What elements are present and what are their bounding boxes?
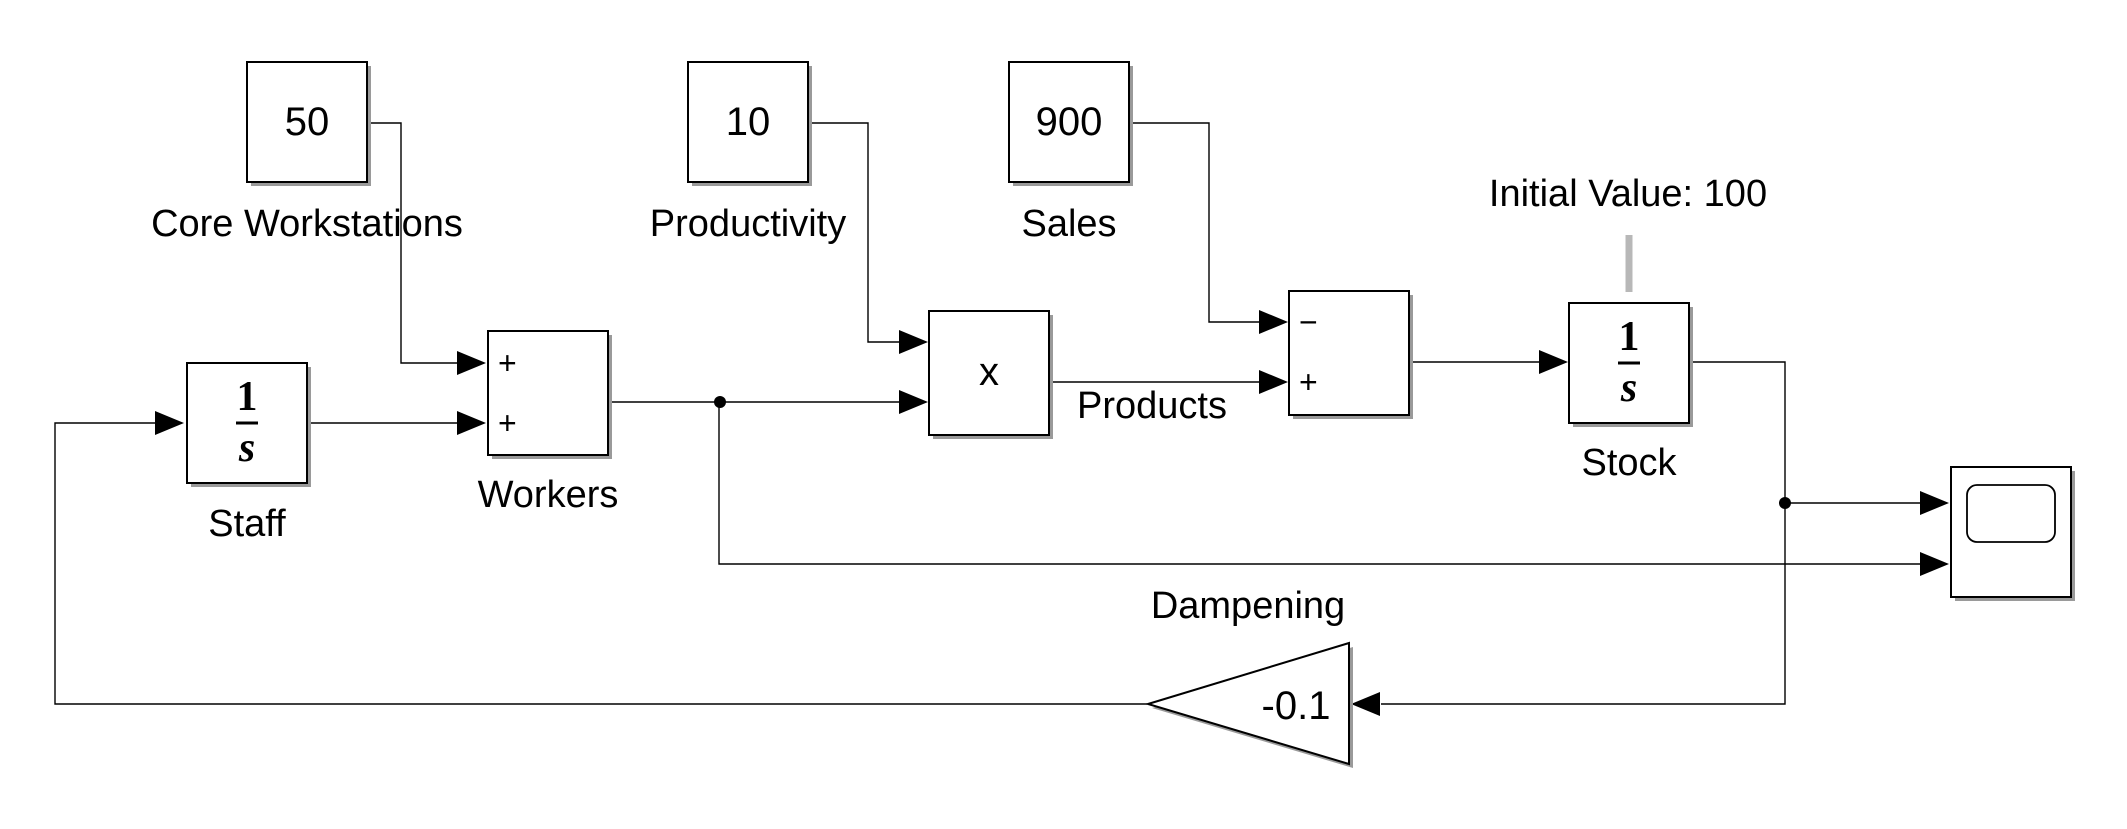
integrator-block-stock[interactable]: 1 s (1568, 302, 1693, 427)
arrow-staff-input (155, 411, 184, 435)
product-block[interactable]: x (928, 310, 1053, 439)
arrow-stock-input (1539, 350, 1568, 374)
core-workstations-value: 50 (285, 100, 330, 144)
arrowheads (155, 310, 1949, 716)
sum-block-workers[interactable]: + + (487, 330, 612, 459)
signal-lines (54, 122, 1922, 705)
wire-productivity-to-product[interactable] (808, 122, 903, 343)
scope-block[interactable] (1950, 466, 2075, 601)
wire-stock-output[interactable] (1381, 361, 1786, 705)
arrow-subtract-bottom-input (1259, 370, 1288, 394)
wire-workers-branch-to-scope[interactable] (718, 402, 1922, 565)
constant-block-productivity[interactable]: 10 (687, 61, 812, 186)
arrow-product-bottom-input (899, 390, 928, 414)
workers-port-bottom-sign: + (498, 405, 517, 441)
subtract-port-top-sign: − (1299, 304, 1318, 340)
wire-dampening-to-staff[interactable] (54, 422, 1147, 705)
workers-label: Workers (478, 474, 619, 516)
productivity-value: 10 (726, 100, 771, 144)
workers-port-top-sign: + (498, 345, 517, 381)
sales-value: 900 (1036, 100, 1103, 144)
stock-numerator: 1 (1619, 314, 1640, 360)
stock-label: Stock (1581, 442, 1677, 484)
scope-screen-icon (1966, 484, 2056, 543)
arrow-product-top-input (899, 330, 928, 354)
constant-block-sales[interactable]: 900 (1008, 61, 1133, 186)
stock-denominator: s (1620, 365, 1637, 411)
staff-label: Staff (208, 503, 286, 545)
staff-numerator: 1 (237, 374, 258, 420)
branch-point-stock (1779, 497, 1791, 509)
dampening-label: Dampening (1151, 585, 1345, 627)
arrow-subtract-top-input (1259, 310, 1288, 334)
arrow-scope-bottom-input (1920, 552, 1949, 576)
arrow-dampening-input (1351, 692, 1380, 716)
productivity-label: Productivity (650, 203, 846, 245)
subtract-block[interactable]: − + (1288, 290, 1413, 419)
branch-point-workers (714, 396, 726, 408)
arrow-workers-top-input (457, 351, 486, 375)
constant-block-core-workstations[interactable]: 50 (246, 61, 371, 186)
subtract-port-bottom-sign: + (1299, 364, 1318, 400)
stock-initial-value-annotation: Initial Value: 100 (1489, 173, 1767, 215)
integrator-block-staff[interactable]: 1 s (186, 362, 311, 487)
staff-denominator: s (238, 425, 255, 471)
core-workstations-label: Core Workstations (151, 203, 463, 245)
products-signal-label: Products (1077, 385, 1227, 427)
wire-core-workstations-to-workers[interactable] (370, 122, 460, 364)
arrow-workers-bottom-input (457, 411, 486, 435)
dampening-gain-value: -0.1 (1262, 684, 1331, 728)
arrow-scope-top-input (1920, 491, 1949, 515)
product-symbol: x (979, 350, 999, 394)
wire-sales-to-subtract[interactable] (1129, 122, 1262, 323)
sales-label: Sales (1021, 203, 1116, 245)
gain-block-dampening[interactable]: -0.1 (1144, 641, 1353, 768)
